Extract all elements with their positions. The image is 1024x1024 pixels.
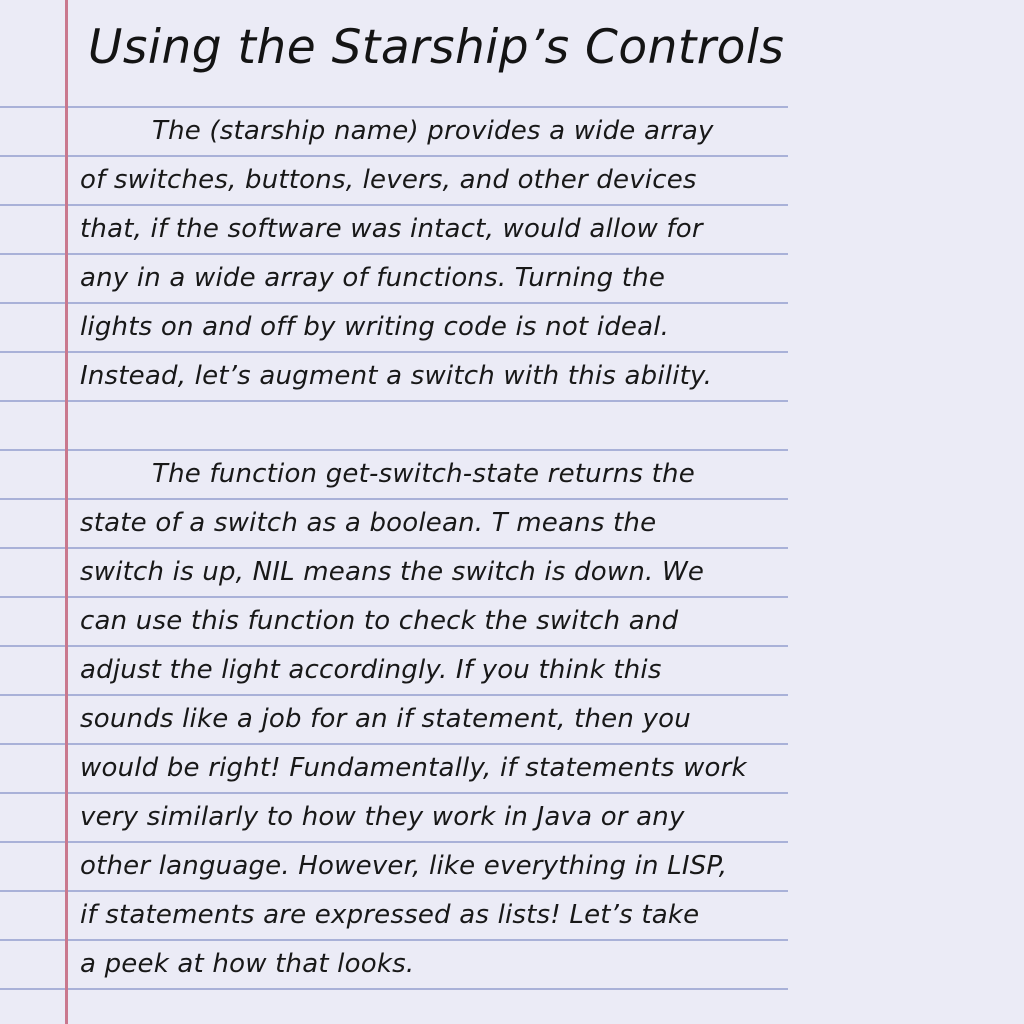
ruled-line [0,792,788,794]
text-line: adjust the light accordingly. If you thi… [80,655,662,685]
text-line: The function get-switch-state returns th… [152,459,695,489]
text-line: would be right! Fundamentally, if statem… [80,753,747,783]
ruled-line [0,743,788,745]
text-line: sounds like a job for an if statement, t… [80,704,691,734]
page-title: Using the Starship’s Controls [88,20,785,75]
text-line: lights on and off by writing code is not… [80,312,670,342]
text-line: that, if the software was intact, would … [80,214,703,244]
ruled-line [0,890,788,892]
ruled-line [0,645,788,647]
ruled-line [0,302,788,304]
ruled-line [0,596,788,598]
blank-line [80,402,790,451]
text-line: if statements are expressed as lists! Le… [80,900,700,930]
ruled-line [0,547,788,549]
text-line: switch is up, NIL means the switch is do… [80,557,705,587]
ruled-line [0,988,788,990]
text-line: can use this function to check the switc… [80,606,679,636]
body-text: The (starship name) provides a wide arra… [80,108,790,990]
text-line: state of a switch as a boolean. T means … [80,508,657,538]
ruled-line [0,841,788,843]
text-line: Instead, let’s augment a switch with thi… [80,361,713,391]
ruled-line [0,939,788,941]
margin-line [65,0,68,1024]
text-line: any in a wide array of functions. Turnin… [80,263,666,293]
text-line: other language. However, like everything… [80,851,728,881]
ruled-line [0,351,788,353]
ruled-line [0,106,788,108]
text-line: a peek at how that looks. [80,949,415,979]
ruled-line [0,694,788,696]
ruled-line [0,400,788,402]
ruled-line [0,253,788,255]
ruled-line [0,498,788,500]
ruled-line [0,449,788,451]
text-line: very similarly to how they work in Java … [80,802,685,832]
text-line: of switches, buttons, levers, and other … [80,165,697,195]
ruled-line [0,155,788,157]
text-line: The (starship name) provides a wide arra… [152,116,714,146]
ruled-line [0,204,788,206]
